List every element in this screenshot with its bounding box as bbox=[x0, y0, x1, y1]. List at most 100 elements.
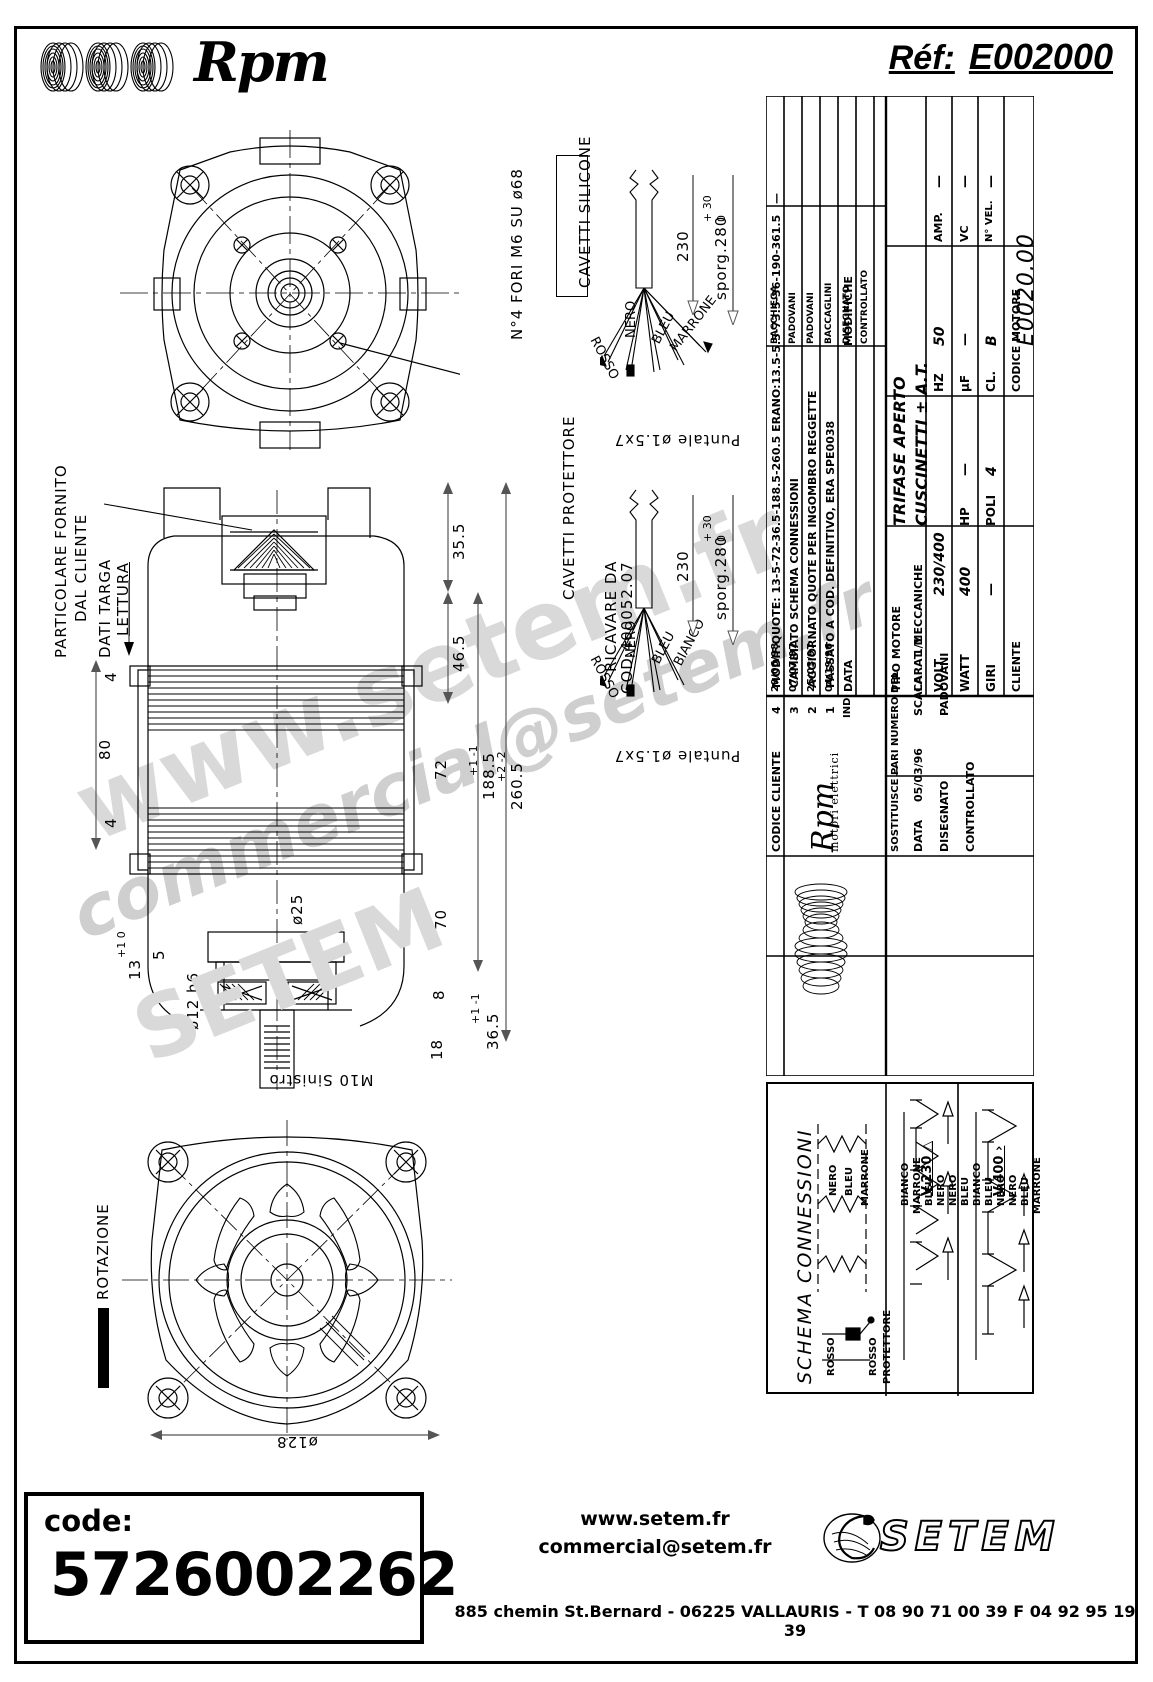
cavetti-silicone-label: CAVETTI SILICONE bbox=[576, 135, 594, 288]
uf-label: µF bbox=[958, 374, 972, 392]
star-wire-5: BLEU bbox=[1020, 1177, 1031, 1206]
setem-logo: SETEM bbox=[820, 1504, 1120, 1566]
scala-label: SCALA bbox=[912, 675, 925, 716]
sporgenza-tol-up-2: + 30 bbox=[701, 515, 714, 542]
star-wire-2: BLEU bbox=[984, 1177, 995, 1206]
delta-wire-2: MARRONE bbox=[912, 1157, 923, 1214]
revision-drawn-2: PADOVANI bbox=[806, 292, 816, 344]
dal-cliente-label: DAL CLIENTE bbox=[72, 513, 90, 622]
carat-meccaniche-value: CUSCINETTI ± A.T. bbox=[912, 362, 931, 526]
flange-top-view bbox=[120, 130, 460, 450]
setem-wordmark: SETEM bbox=[879, 1513, 1061, 1561]
dim-36-5-tol: +1 -1 bbox=[469, 993, 482, 1024]
dim-8: 8 bbox=[430, 989, 448, 1000]
email-text[interactable]: commercial@setem.fr bbox=[538, 1535, 772, 1558]
dim-4-a: 4 bbox=[102, 671, 120, 682]
dim-36-5: 36.5 bbox=[484, 1012, 502, 1050]
cl-label: CL. bbox=[984, 370, 998, 392]
dim-260-5-tol: +2 -2 bbox=[495, 751, 508, 782]
coil-wire-marrone: MARRONE bbox=[860, 1149, 871, 1206]
holes-note: N°4 FORI M6 SU ø68 bbox=[508, 168, 526, 340]
titleblock-coil-icon bbox=[794, 883, 848, 995]
sporgenza-dim-arrow-2 bbox=[727, 495, 739, 645]
data-label-2: DATA bbox=[912, 820, 925, 852]
lead-dim-arrow-1 bbox=[687, 175, 699, 315]
revision-text-2: AGGIORNATO QUOTE PER INGOMBRO REGGETTE bbox=[806, 390, 819, 688]
dim-260-5-line bbox=[501, 482, 511, 1042]
giri-label: GIRI bbox=[984, 663, 998, 692]
targa-leader bbox=[103, 503, 253, 531]
setem-swan-icon bbox=[823, 1513, 881, 1563]
dim-260-5: 260.5 bbox=[508, 762, 526, 810]
delta-wire-1: BIANCO bbox=[900, 1162, 911, 1206]
disegnato-label: DISEGNATO bbox=[938, 780, 951, 852]
revision-ind-4: 4 bbox=[770, 706, 783, 714]
ricavare-da-label: RICAVARE DA bbox=[602, 560, 620, 672]
codice-motore-value: E0020.00 bbox=[1014, 233, 1039, 346]
puntale-label-1: Puntale ø1.5x7 bbox=[613, 431, 741, 449]
data-value: 05/03/96 bbox=[912, 748, 925, 802]
poli-label: POLI bbox=[984, 494, 998, 526]
delta-wire-3: BLEU bbox=[924, 1177, 935, 1206]
code-label: code: bbox=[44, 1504, 134, 1538]
star-wire-3: NERO bbox=[996, 1174, 1007, 1206]
shaft-thread-label: M10 Sinistro bbox=[268, 1071, 374, 1089]
rpm-logo: Rpm bbox=[38, 30, 330, 94]
titleblock-brand-sub: motori elettrici bbox=[828, 751, 841, 852]
sporgenza-tol-up-1: + 30 bbox=[701, 195, 714, 222]
website-text[interactable]: www.setem.fr bbox=[580, 1508, 730, 1530]
rotazione-label: ROTAZIONE bbox=[94, 1203, 112, 1300]
schema-connessioni-panel: SCHEMA CONNESSIONI bbox=[766, 1082, 1043, 1396]
cavetti-silicone-box bbox=[556, 155, 588, 297]
revision-ind-1: 1 bbox=[824, 706, 837, 714]
cliente-label: CLIENTE bbox=[1010, 641, 1023, 692]
footer: code: 5726002262 www.setem.fr commercial… bbox=[20, 1484, 1136, 1654]
dati-targa-label: DATI TARGA bbox=[96, 558, 114, 658]
coil-wire-nero: NERO bbox=[828, 1164, 839, 1196]
cavetti-protettore-label: CAVETTI PROTETTORE bbox=[560, 415, 578, 600]
dim-80: 80 bbox=[96, 738, 114, 760]
dim-80-line bbox=[91, 660, 101, 850]
volt-value: 230/400 bbox=[932, 532, 948, 596]
star-wire-4: NERO bbox=[1008, 1174, 1019, 1206]
carat-meccaniche-label: CARAT. MECCANICHE bbox=[912, 564, 925, 692]
dim-128-line bbox=[150, 1430, 440, 1440]
vc-value: — bbox=[958, 175, 973, 188]
revision-text-3: CAMBIATO SCHEMA CONNESSIONI bbox=[788, 478, 801, 688]
reference-block: Réf:E002000 bbox=[889, 36, 1113, 78]
watt-value: 400 bbox=[958, 566, 974, 596]
dim-72: 72 bbox=[432, 758, 450, 780]
tipo-motore-value: TRIFASE APERTO bbox=[890, 376, 909, 526]
amp-value: — bbox=[932, 175, 947, 188]
protector-wire-b: ROSSO bbox=[868, 1337, 879, 1376]
puntale-label-2: Puntale ø1.5x7 bbox=[613, 747, 741, 765]
revision-ind-3: 3 bbox=[788, 706, 801, 714]
uf-value: — bbox=[958, 333, 973, 346]
particolare-fornito-label: PARTICOLARE FORNITO bbox=[52, 464, 70, 658]
schema-diagram bbox=[817, 1084, 1030, 1396]
lettura-arrow bbox=[124, 580, 134, 656]
protector-wire-a: ROSSO bbox=[826, 1337, 837, 1376]
coil-wire-bleu: BLEU bbox=[844, 1167, 855, 1196]
revision-text-1: PASSATO A COD. DEFINITIVO, ERA SPE0038 bbox=[824, 420, 837, 688]
revision-date-header: DATA bbox=[842, 660, 855, 692]
code-value: 5726002262 bbox=[50, 1540, 458, 1610]
cable-fan-lower bbox=[600, 489, 685, 697]
dim-13-tol: +1 0 bbox=[115, 931, 128, 958]
dim-46-5-line bbox=[443, 592, 453, 704]
motor-side-section-view bbox=[129, 487, 423, 1090]
revision-ind-2: 2 bbox=[806, 706, 819, 714]
wire-label-nero-1: NERO bbox=[624, 300, 639, 338]
sheet-border bbox=[14, 26, 1138, 1664]
star-wire-1: BIANCO bbox=[972, 1162, 983, 1206]
amp-label: AMP. bbox=[932, 212, 945, 242]
vc-label: VC bbox=[958, 225, 971, 242]
dim-35-5: 35.5 bbox=[450, 522, 468, 560]
rotazione-bar bbox=[98, 1308, 109, 1388]
cable-fan-upper bbox=[600, 169, 713, 377]
revision-drawn-4: BACCHIEGA bbox=[770, 285, 780, 344]
col-disegnato-header: DISEGNATO bbox=[842, 285, 852, 344]
contact-lines: www.setem.fr commercial@setem.fr bbox=[490, 1506, 820, 1561]
sostituisce-label: SOSTITUISCE PARI NUMERO DEL bbox=[890, 671, 901, 852]
